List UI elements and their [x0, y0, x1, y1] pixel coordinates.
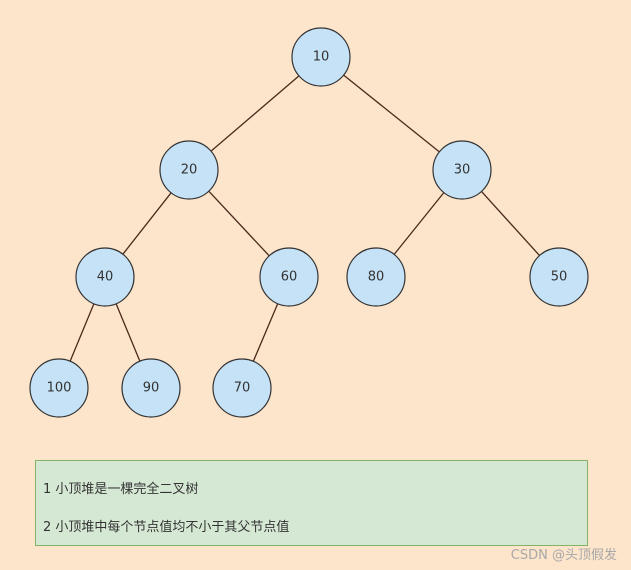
edge-n10-n30 — [343, 74, 440, 153]
edge-n10-n20 — [210, 75, 300, 152]
tree-node-90: 90 — [121, 358, 181, 418]
node-circle — [291, 27, 351, 87]
edge-n20-n40 — [122, 192, 172, 255]
notes-box: 1 小顶堆是一棵完全二叉树 2 小顶堆中每个节点值均不小于其父节点值 — [35, 460, 588, 546]
watermark: CSDN @头顶假发 — [510, 548, 617, 563]
node-circle — [29, 358, 89, 418]
node-label: 10 — [313, 50, 330, 65]
node-circle — [75, 247, 135, 307]
tree-node-80: 80 — [346, 247, 406, 307]
edge-n40-n100 — [69, 303, 95, 362]
node-circle — [529, 247, 589, 307]
node-label: 100 — [47, 381, 72, 396]
nodes-layer: 10 20 30 40 60 80 50 100 90 70 — [29, 27, 589, 418]
node-label: 60 — [281, 270, 298, 285]
node-circle — [346, 247, 406, 307]
tree-node-100: 100 — [29, 358, 89, 418]
tree-node-70: 70 — [212, 358, 272, 418]
note-line-2: 2 小顶堆中每个节点值均不小于其父节点值 — [43, 520, 290, 535]
edge-n30-n80 — [393, 192, 445, 255]
edge-n30-n50 — [480, 191, 541, 256]
tree-node-20: 20 — [159, 140, 219, 200]
node-label: 70 — [234, 381, 251, 396]
node-label: 90 — [143, 381, 160, 396]
node-label: 40 — [97, 270, 114, 285]
edge-n60-n70 — [252, 303, 279, 362]
node-label: 80 — [368, 270, 385, 285]
node-circle — [159, 140, 219, 200]
tree-node-60: 60 — [259, 247, 319, 307]
node-label: 50 — [551, 270, 568, 285]
node-circle — [212, 358, 272, 418]
tree-node-40: 40 — [75, 247, 135, 307]
tree-node-30: 30 — [432, 140, 492, 200]
tree-node-50: 50 — [529, 247, 589, 307]
node-circle — [432, 140, 492, 200]
edges-layer — [69, 74, 541, 362]
node-circle — [121, 358, 181, 418]
note-line-1: 1 小顶堆是一棵完全二叉树 — [43, 482, 199, 497]
node-label: 20 — [181, 163, 198, 178]
node-label: 30 — [454, 163, 471, 178]
node-circle — [259, 247, 319, 307]
edge-n40-n90 — [115, 303, 141, 362]
edge-n20-n60 — [208, 190, 270, 257]
tree-node-10: 10 — [291, 27, 351, 87]
